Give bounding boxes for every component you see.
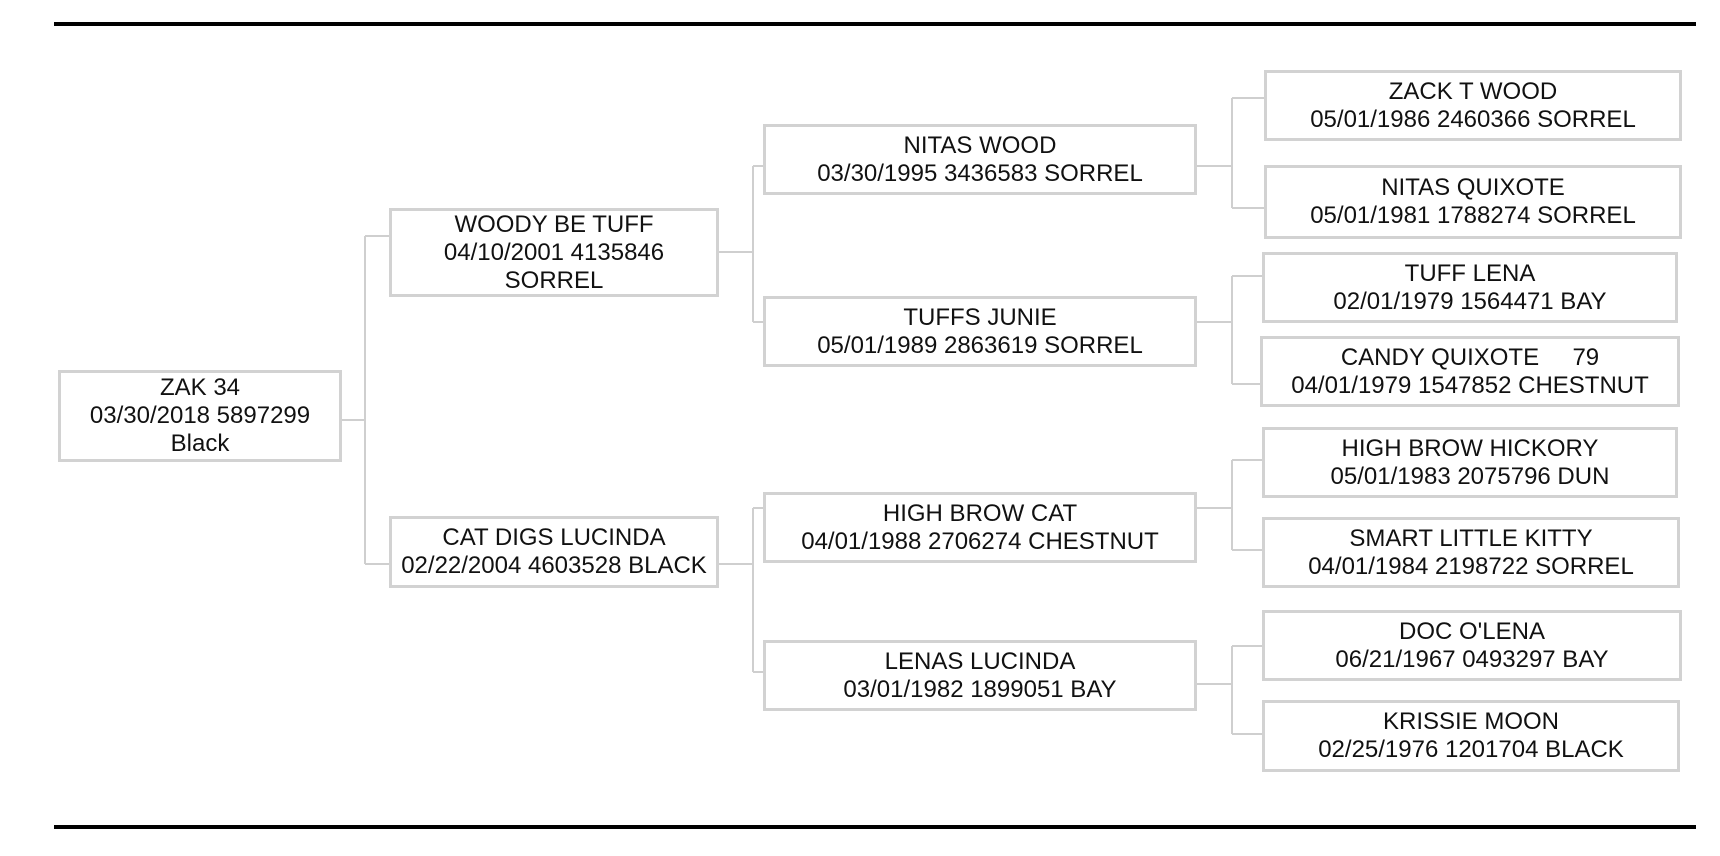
ds-sire-name: HIGH BROW HICKORY: [1341, 434, 1599, 462]
ds-dam-details: 04/01/1984 2198722 SORREL: [1308, 552, 1634, 580]
sire-color: SORREL: [504, 266, 604, 294]
dam-sire-details: 04/01/1988 2706274 CHESTNUT: [801, 527, 1159, 555]
ss-dam-details: 05/01/1981 1788274 SORREL: [1310, 202, 1636, 229]
dd-sire-box: DOC O'LENA 06/21/1967 0493297 BAY: [1262, 610, 1682, 681]
bottom-rule: [54, 825, 1696, 829]
dam-details: 02/22/2004 4603528 BLACK: [401, 552, 707, 579]
dd-dam-name: KRISSIE MOON: [1382, 708, 1560, 735]
sd-dam-name: CANDY QUIXOTE 79: [1340, 343, 1600, 371]
ds-dam-name: SMART LITTLE KITTY: [1349, 524, 1593, 552]
dd-sire-name: DOC O'LENA: [1399, 617, 1545, 645]
dam-name: CAT DIGS LUCINDA: [442, 524, 666, 551]
sire-sire-name: NITAS WOOD: [903, 131, 1057, 159]
subject-color: Black: [170, 430, 230, 457]
sire-name: WOODY BE TUFF: [454, 210, 654, 238]
sire-sire-box: NITAS WOOD 03/30/1995 3436583 SORREL: [763, 124, 1197, 195]
sd-sire-details: 02/01/1979 1564471 BAY: [1333, 287, 1607, 315]
ds-sire-details: 05/01/1983 2075796 DUN: [1330, 462, 1610, 490]
sire-details: 04/10/2001 4135846: [443, 238, 665, 266]
sd-sire-name: TUFF LENA: [1404, 259, 1536, 287]
sire-box: WOODY BE TUFF 04/10/2001 4135846 SORREL: [389, 208, 719, 297]
dam-sire-name: HIGH BROW CAT: [882, 499, 1078, 527]
ds-dam-box: SMART LITTLE KITTY 04/01/1984 2198722 SO…: [1262, 517, 1680, 588]
subject-box: ZAK 34 03/30/2018 5897299 Black: [58, 370, 342, 462]
sd-dam-box: CANDY QUIXOTE 79 04/01/1979 1547852 CHES…: [1260, 336, 1680, 407]
dam-dam-name: LENAS LUCINDA: [884, 647, 1076, 675]
dam-sire-box: HIGH BROW CAT 04/01/1988 2706274 CHESTNU…: [763, 492, 1197, 563]
subject-details: 03/30/2018 5897299: [89, 402, 311, 429]
ss-sire-name: ZACK T WOOD: [1388, 77, 1558, 105]
dd-dam-details: 02/25/1976 1201704 BLACK: [1318, 736, 1624, 763]
dd-dam-box: KRISSIE MOON 02/25/1976 1201704 BLACK: [1262, 700, 1680, 772]
ss-dam-name: NITAS QUIXOTE: [1381, 174, 1565, 201]
dd-sire-details: 06/21/1967 0493297 BAY: [1335, 645, 1609, 673]
sire-dam-details: 05/01/1989 2863619 SORREL: [817, 331, 1143, 359]
top-rule: [54, 22, 1696, 26]
sd-dam-details: 04/01/1979 1547852 CHESTNUT: [1291, 371, 1649, 399]
dam-dam-details: 03/01/1982 1899051 BAY: [843, 675, 1117, 703]
sire-dam-name: TUFFS JUNIE: [903, 303, 1057, 331]
ds-sire-box: HIGH BROW HICKORY 05/01/1983 2075796 DUN: [1262, 427, 1678, 498]
sire-sire-details: 03/30/1995 3436583 SORREL: [817, 159, 1143, 187]
sd-sire-box: TUFF LENA 02/01/1979 1564471 BAY: [1262, 252, 1678, 323]
sire-dam-box: TUFFS JUNIE 05/01/1989 2863619 SORREL: [763, 296, 1197, 367]
dam-box: CAT DIGS LUCINDA 02/22/2004 4603528 BLAC…: [389, 516, 719, 588]
ss-sire-box: ZACK T WOOD 05/01/1986 2460366 SORREL: [1264, 70, 1682, 141]
ss-dam-box: NITAS QUIXOTE 05/01/1981 1788274 SORREL: [1264, 165, 1682, 239]
ss-sire-details: 05/01/1986 2460366 SORREL: [1310, 105, 1636, 133]
dam-dam-box: LENAS LUCINDA 03/01/1982 1899051 BAY: [763, 640, 1197, 711]
subject-name: ZAK 34: [159, 374, 241, 401]
